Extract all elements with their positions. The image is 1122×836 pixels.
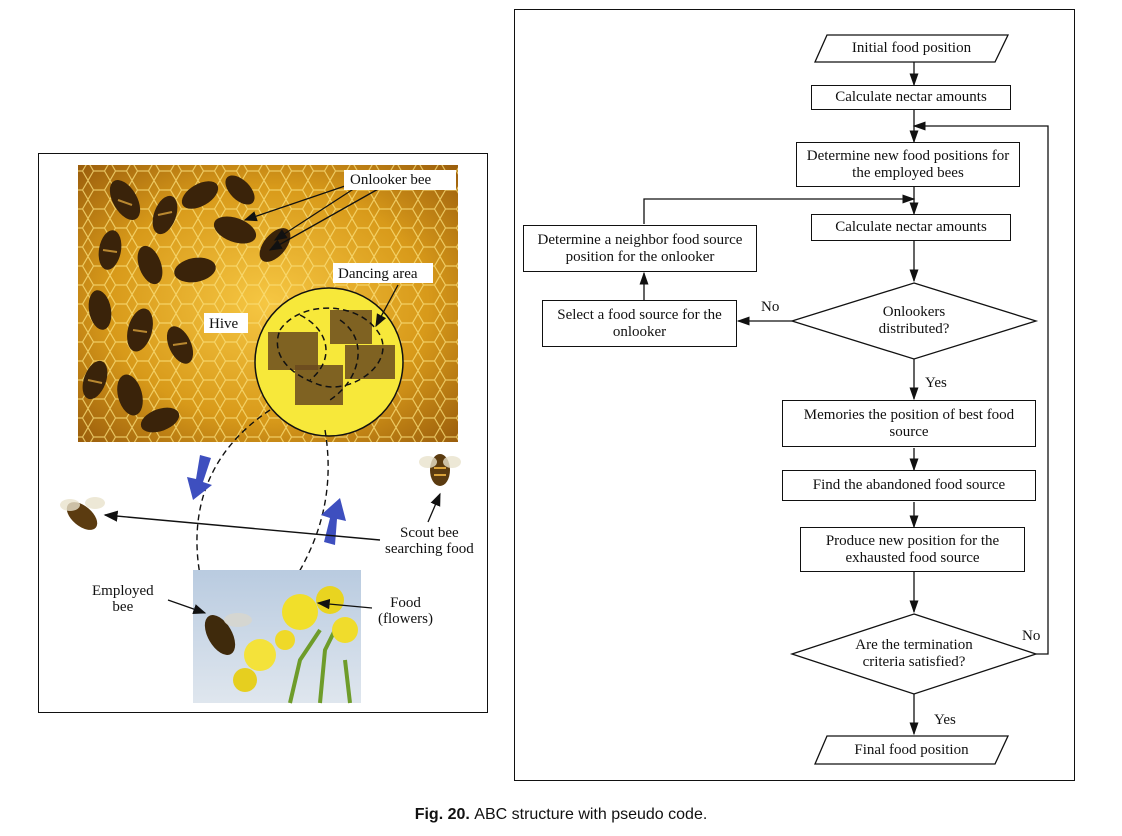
final-food-position: Final food position [854,742,969,758]
neighbor-food-source-box: Determine a neighbor food source positio… [523,225,757,272]
initial-io-shape [813,34,1010,63]
calculate-nectar-box-1: Calculate nectar amounts [811,85,1011,110]
produce-new-position-box: Produce new position for the exhausted f… [800,527,1025,572]
onlookers-distributed-question: Onlookers distributed? [878,304,950,337]
scout-bee-search-arrow [103,510,381,541]
hive-label-bg [204,313,248,333]
calculate-nectar-box-2: Calculate nectar amounts [811,214,1011,241]
scout-bee-left [60,497,105,530]
yes-label-onlookers: Yes [925,375,947,391]
flower-photo [193,570,361,704]
no-label-onlookers: No [761,299,780,315]
scout-bee-label: Scout bee searching food [385,525,474,557]
hive-label: Hive [209,316,239,332]
memorize-best-food-box: Memories the position of best food sourc… [782,400,1036,447]
no-label-termination: No [1022,628,1041,644]
dancing-area-pointer [375,284,399,328]
food-pointer [316,598,373,610]
scout-bee-pointer [427,492,441,523]
yes-label-termination: Yes [934,712,956,728]
scout-bee-right [419,454,461,486]
select-food-source-box: Select a food source for the onlooker [542,300,737,347]
determine-new-positions-box: Determine new food positions for the emp… [796,142,1020,187]
onlooker-bee-label: Onlooker bee [350,172,432,188]
figure-caption-text: ABC structure with pseudo code. [474,806,708,823]
final-io-shape [814,735,1010,765]
onlooker-bee-label-bg [344,170,456,190]
flight-direction-arrows [187,455,346,545]
initial-food-position: Initial food position [851,40,972,56]
employed-bee-pointer [167,599,207,615]
onlooker-bee-pointers [243,185,381,251]
termination-criteria-question: Are the termination criteria satisfied? [855,637,973,670]
food-label: Food (flowers) [378,595,433,627]
figure-caption: Fig. 20. ABC structure with pseudo code. [0,806,1122,824]
dancing-area-label: Dancing area [338,266,418,282]
dancing-area-circle [254,287,404,437]
employed-bee-label: Employed bee [92,583,154,615]
bee-stripes [87,199,188,384]
figure-number: Fig. 20. [414,806,470,823]
find-abandoned-box: Find the abandoned food source [782,470,1036,501]
dancing-area-label-bg [333,263,433,283]
